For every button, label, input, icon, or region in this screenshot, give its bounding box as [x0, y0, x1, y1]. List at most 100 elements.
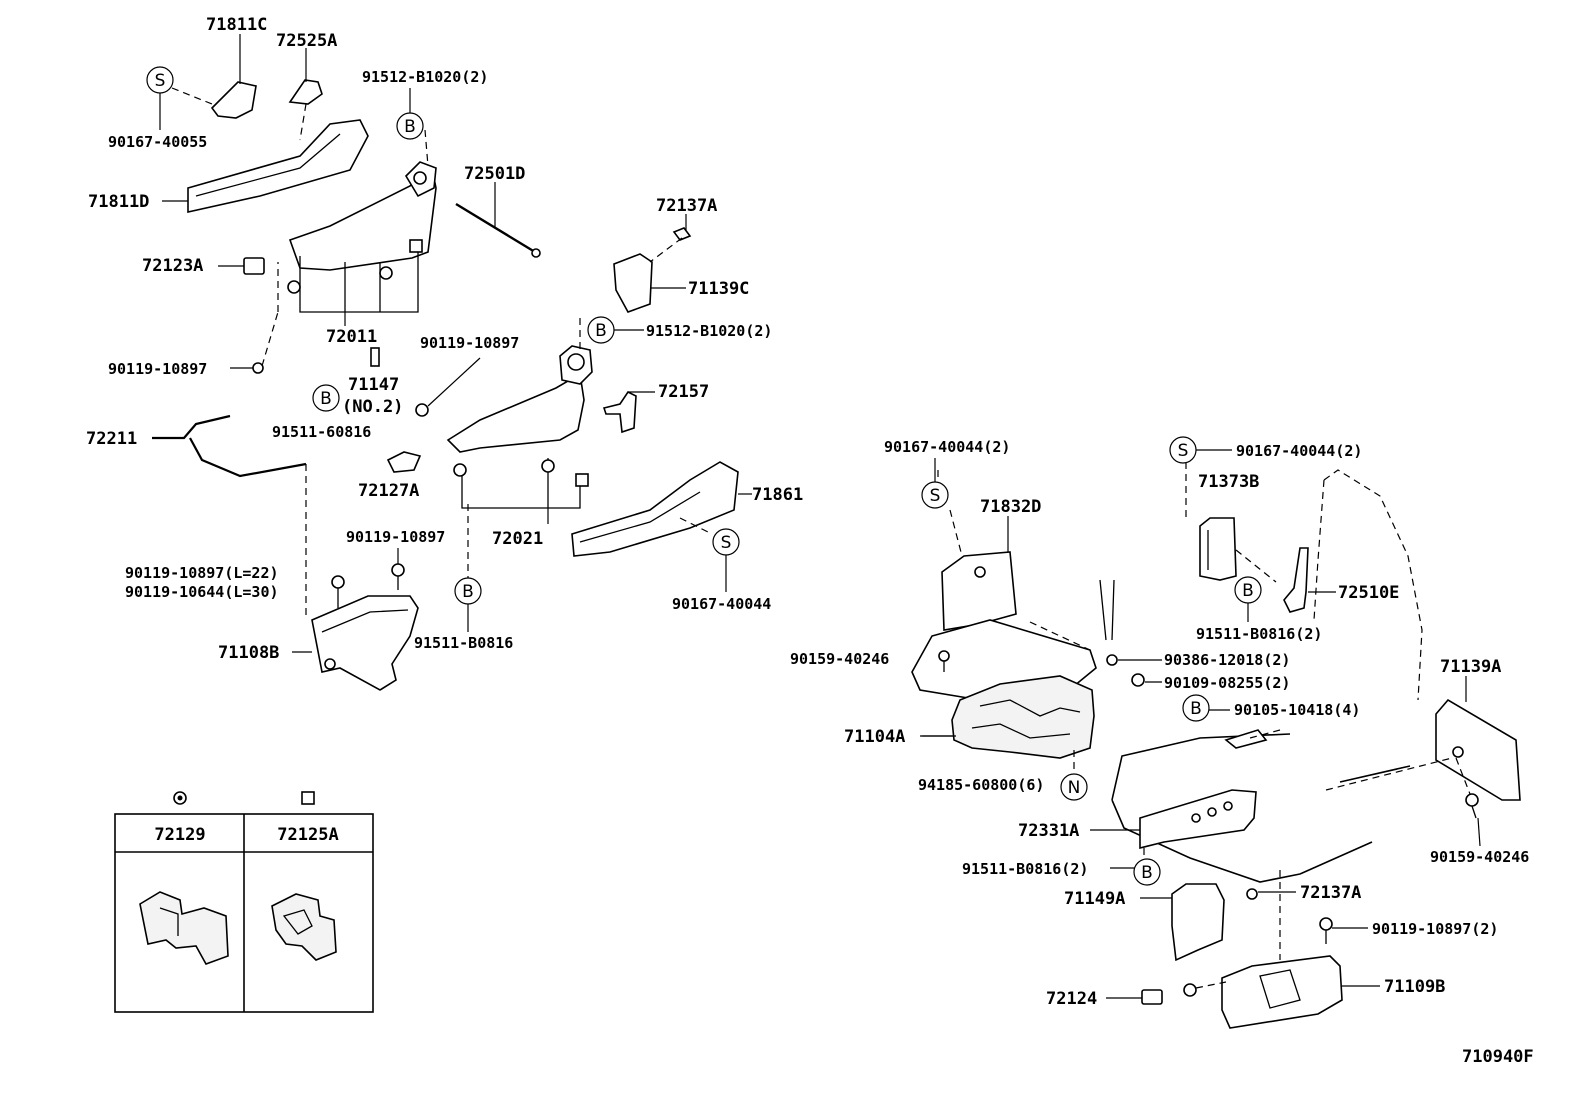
part-72137A-bottom — [1246, 888, 1296, 900]
legend-square-symbol — [301, 791, 315, 805]
svg-text:S: S — [155, 71, 166, 91]
label-72123A: 72123A — [142, 256, 203, 276]
part-71832D — [941, 516, 1017, 631]
part-71139C — [613, 253, 686, 313]
callout-b-5: B — [1234, 576, 1262, 622]
legend-col1: 72129 — [154, 825, 205, 845]
part-72021 — [446, 345, 593, 524]
svg-text:B: B — [1242, 581, 1254, 601]
label-91512-B1020-mid: 91512-B1020(2) — [646, 322, 772, 340]
label-72331A: 72331A — [1018, 821, 1079, 841]
label-71108B: 71108B — [218, 643, 279, 663]
label-71139A: 71139A — [1440, 657, 1501, 677]
part-72125A — [271, 893, 337, 961]
legend-table: 72129 72125A — [114, 791, 374, 1013]
callout-b-6: B — [1182, 694, 1230, 722]
label-90386-12018: 90386-12018(2) — [1164, 651, 1290, 669]
label-90119-10897-low: 90119-10897 — [346, 528, 445, 546]
label-90167-40044-right: 90167-40044 — [672, 595, 771, 613]
part-71811C — [210, 34, 257, 119]
label-71373B: 71373B — [1198, 472, 1259, 492]
label-72211: 72211 — [86, 429, 137, 449]
label-90167-40055: 90167-40055 — [108, 133, 207, 151]
svg-text:B: B — [320, 389, 332, 409]
label-72157: 72157 — [658, 382, 709, 402]
svg-text:N: N — [1068, 778, 1081, 798]
label-71104A: 71104A — [844, 727, 905, 747]
label-91511-B0816: 91511-B0816 — [414, 634, 513, 652]
label-71149A: 71149A — [1064, 889, 1125, 909]
label-90119-10897-2: 90119-10897(2) — [1372, 920, 1498, 938]
label-90167-40044-2a: 90167-40044(2) — [884, 438, 1010, 456]
part-71109B — [1221, 955, 1380, 1029]
part-72510E — [1283, 547, 1336, 613]
svg-text:B: B — [595, 321, 607, 341]
label-91511-B0816-2a: 91511-B0816(2) — [1196, 625, 1322, 643]
part-71861 — [571, 461, 752, 557]
label-71147: 71147 — [348, 375, 399, 395]
part-71147 — [370, 347, 380, 367]
callout-s-4: S — [1169, 436, 1232, 464]
label-90119-10644-L30: 90119-10644(L=30) — [125, 583, 279, 601]
diagram-ref-code: 710940F — [1462, 1047, 1534, 1067]
part-72011 — [288, 161, 437, 326]
callout-s-2: S — [712, 528, 740, 592]
callout-n: N — [1060, 773, 1088, 801]
callout-b-4: B — [454, 577, 482, 632]
label-94185-60800: 94185-60800(6) — [918, 776, 1044, 794]
label-71811D: 71811D — [88, 192, 149, 212]
callout-b-2: B — [312, 384, 340, 412]
part-71811D — [162, 119, 369, 213]
legend-col2: 72125A — [277, 825, 338, 845]
label-91511-B0816-2b: 91511-B0816(2) — [962, 860, 1088, 878]
label-71139C: 71139C — [688, 279, 749, 299]
part-72211 — [152, 414, 307, 478]
label-72137A-top: 72137A — [656, 196, 717, 216]
part-71108B — [292, 595, 419, 691]
bolt-90159-40246-a — [938, 650, 950, 672]
bolt-90119-10897-2 — [1319, 917, 1368, 944]
bolt-90159-40246-b — [1465, 793, 1481, 847]
label-91511-60816: 91511-60816 — [272, 423, 371, 441]
bolt-90119-10897-left — [230, 311, 279, 374]
label-72501D: 72501D — [464, 164, 525, 184]
callout-s-3: S — [921, 458, 949, 509]
svg-text:S: S — [721, 533, 732, 553]
label-90105-10418: 90105-10418(4) — [1234, 701, 1360, 719]
part-72124 — [1106, 981, 1227, 1005]
bolt-90119-10897-mid — [415, 357, 481, 417]
label-72510E: 72510E — [1338, 583, 1399, 603]
part-72127A — [386, 451, 422, 473]
part-seatback-outline — [1279, 469, 1423, 960]
label-71861: 71861 — [752, 485, 803, 505]
label-72124: 72124 — [1046, 989, 1097, 1009]
part-71139A — [1435, 676, 1521, 801]
label-72021: 72021 — [492, 529, 543, 549]
label-72127A: 72127A — [358, 481, 419, 501]
svg-text:B: B — [1141, 863, 1153, 883]
part-72501D — [455, 182, 541, 258]
label-90159-40246-a: 90159-40246 — [790, 650, 889, 668]
svg-text:B: B — [1190, 699, 1202, 719]
part-71149A — [1140, 883, 1225, 962]
callout-b-7: B — [1110, 858, 1161, 886]
svg-text:B: B — [404, 117, 416, 137]
bolt-90119-10897-low — [391, 548, 405, 590]
label-72525A: 72525A — [276, 31, 337, 51]
callout-b-3: B — [587, 316, 644, 344]
callout-s-1: S — [146, 66, 174, 130]
bolt-90119-10897-L22 — [331, 575, 345, 608]
svg-text:S: S — [930, 486, 941, 506]
label-72011: 72011 — [326, 327, 377, 347]
label-90119-10897-L22: 90119-10897(L=22) — [125, 564, 279, 582]
svg-text:B: B — [462, 582, 474, 602]
label-71147-no: (NO.2) — [342, 397, 403, 417]
part-71104A — [920, 675, 1095, 759]
part-72129 — [139, 891, 229, 965]
label-72137A-bottom: 72137A — [1300, 883, 1361, 903]
label-90119-10897-left: 90119-10897 — [108, 360, 207, 378]
label-71832D: 71832D — [980, 497, 1041, 517]
part-71373B — [1199, 517, 1237, 581]
label-90109-08255: 90109-08255(2) — [1164, 674, 1290, 692]
callout-b-1: B — [396, 88, 424, 140]
